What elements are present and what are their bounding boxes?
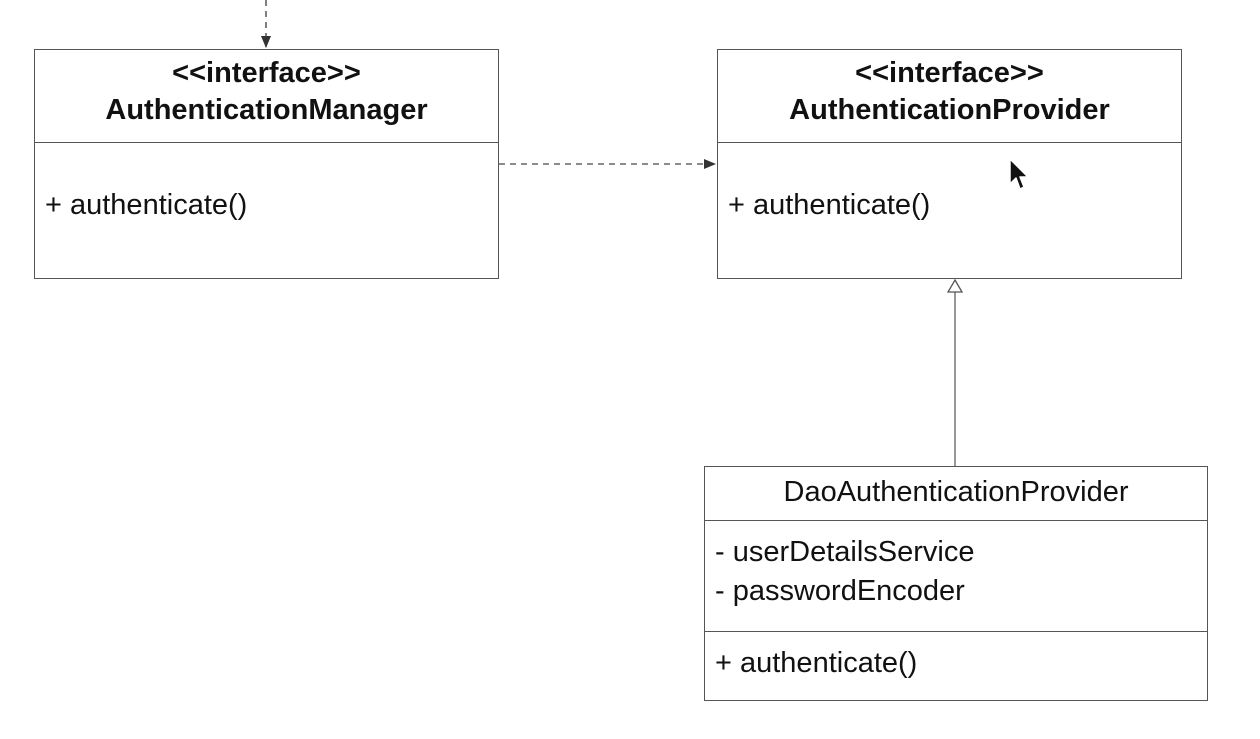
stereotype-label: <<interface>>: [855, 57, 1044, 89]
method-item: + authenticate(): [715, 647, 918, 679]
methods-section: + authenticate(): [705, 632, 1207, 683]
class-header: <<interface>> AuthenticationManager: [35, 50, 498, 143]
class-name: DaoAuthenticationProvider: [783, 476, 1129, 508]
dao-authentication-provider-class[interactable]: DaoAuthenticationProvider - userDetailsS…: [704, 466, 1208, 701]
stereotype-label: <<interface>>: [172, 57, 361, 89]
realization-arrowhead: [946, 278, 964, 293]
class-header: <<interface>> AuthenticationProvider: [718, 50, 1181, 143]
attribute-item: - passwordEncoder: [715, 575, 965, 607]
authentication-provider-class[interactable]: <<interface>> AuthenticationProvider + a…: [717, 49, 1182, 279]
mouse-cursor-icon: [1009, 158, 1029, 190]
method-item: + authenticate(): [728, 189, 931, 221]
methods-section: + authenticate(): [35, 143, 498, 225]
class-name: AuthenticationManager: [105, 94, 428, 126]
attributes-section: - userDetailsService - passwordEncoder: [705, 521, 1207, 632]
attribute-item: - userDetailsService: [715, 536, 975, 568]
class-name: AuthenticationProvider: [789, 94, 1110, 126]
methods-section: + authenticate(): [718, 143, 1181, 225]
authentication-manager-class[interactable]: <<interface>> AuthenticationManager + au…: [34, 49, 499, 279]
method-item: + authenticate(): [45, 189, 248, 221]
class-header: DaoAuthenticationProvider: [705, 467, 1207, 521]
